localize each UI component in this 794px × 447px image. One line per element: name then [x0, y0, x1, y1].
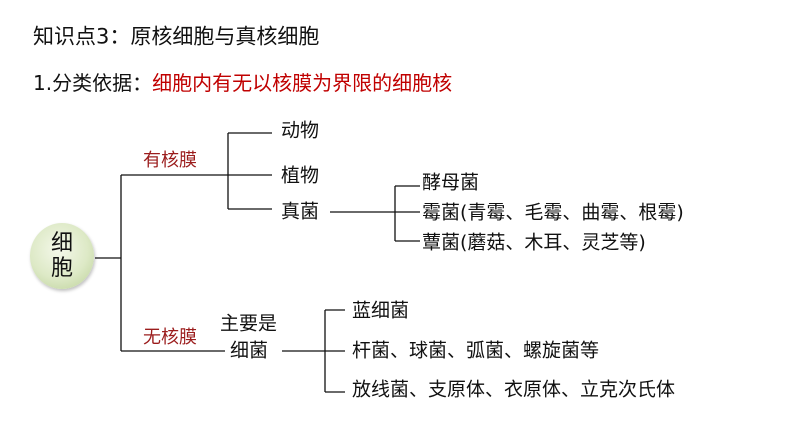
node-mold: 霉菌(青霉、毛霉、曲霉、根霉): [422, 201, 684, 224]
slide-title: 知识点3：原核细胞与真核细胞: [33, 24, 320, 49]
node-plant: 植物: [281, 164, 320, 187]
prokaryote-label: 无核膜: [143, 327, 197, 348]
node-bacteria: 细菌: [230, 339, 269, 362]
cell-root-node: 细 胞: [30, 223, 94, 289]
node-animal: 动物: [281, 119, 320, 142]
prokaryote-branch: [121, 309, 345, 393]
node-fungi: 真菌: [281, 200, 320, 223]
node-other-prokaryotes: 放线菌、支原体、衣原体、立克次氏体: [352, 378, 676, 401]
fungi-branch: [330, 185, 420, 242]
classification-basis: 1.分类依据：细胞内有无以核膜为界限的细胞核: [33, 73, 452, 93]
root-connector: [95, 175, 122, 351]
basis-criterion: 细胞内有无以核膜为界限的细胞核: [152, 71, 453, 95]
root-char-2: 胞: [50, 256, 73, 281]
eukaryote-label: 有核膜: [143, 150, 197, 171]
eukaryote-branch: [121, 132, 272, 210]
mainly-label: 主要是: [220, 312, 278, 335]
root-char-1: 细: [50, 230, 73, 256]
node-yeast: 酵母菌: [422, 171, 480, 194]
node-mushroom: 蕈菌(蘑菇、木耳、灵芝等): [422, 231, 646, 254]
basis-label: 1.分类依据：: [33, 71, 153, 95]
node-cyanobacteria: 蓝细菌: [352, 299, 410, 322]
node-bacteria-shapes: 杆菌、球菌、弧菌、螺旋菌等: [352, 339, 600, 362]
